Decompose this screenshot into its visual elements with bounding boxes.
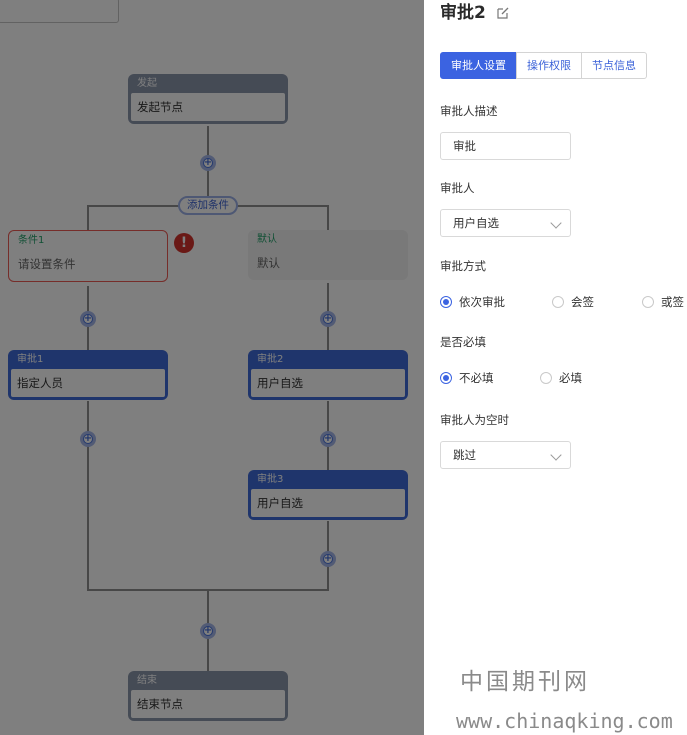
radio-required[interactable]: 必填 [540, 370, 582, 386]
radio-not-required[interactable]: 不必填 [440, 370, 494, 386]
tab-operation-permissions[interactable]: 操作权限 [516, 52, 582, 79]
radio-label: 会签 [571, 295, 594, 309]
empty-approver-label: 审批人为空时 [440, 413, 509, 427]
empty-approver-select[interactable]: 跳过 [440, 441, 571, 469]
description-input[interactable]: 审批 [440, 132, 571, 160]
radio-unchecked-icon [552, 296, 564, 308]
radio-or-sign[interactable]: 或签 [642, 294, 684, 310]
radio-label: 依次审批 [459, 295, 505, 309]
chevron-down-icon [550, 449, 562, 461]
radio-unchecked-icon [540, 372, 552, 384]
approver-label: 审批人 [440, 181, 475, 195]
watermark-url: www.chinaqking.com [456, 709, 673, 733]
approver-select-value: 用户自选 [453, 216, 499, 230]
description-label: 审批人描述 [440, 104, 498, 118]
drawer-tabs: 审批人设置 操作权限 节点信息 [440, 52, 647, 79]
radio-checked-icon [440, 372, 452, 384]
drawer-title: 审批2 [440, 3, 486, 23]
radio-checked-icon [440, 296, 452, 308]
edit-icon[interactable] [496, 6, 510, 20]
required-label: 是否必填 [440, 335, 486, 349]
radio-label: 必填 [559, 371, 582, 385]
watermark-title: 中国期刊网 [460, 669, 590, 695]
radio-sequential-approval[interactable]: 依次审批 [440, 294, 505, 310]
chevron-down-icon [550, 217, 562, 229]
modal-overlay[interactable] [0, 0, 424, 735]
approver-settings-drawer: 审批2 审批人设置 操作权限 节点信息 审批人描述 审批 审批人 用户自选 审批… [424, 0, 687, 735]
approval-method-label: 审批方式 [440, 259, 486, 273]
tab-approver-settings[interactable]: 审批人设置 [440, 52, 517, 79]
tab-node-info[interactable]: 节点信息 [581, 52, 647, 79]
radio-unchecked-icon [642, 296, 654, 308]
flow-canvas: 发起 发起节点 + 添加条件 条件1 请设置条件 ! 默认 默认 + + 审批1… [0, 0, 424, 735]
radio-label: 不必填 [459, 371, 494, 385]
approver-select[interactable]: 用户自选 [440, 209, 571, 237]
empty-approver-select-value: 跳过 [453, 448, 476, 462]
radio-countersign[interactable]: 会签 [552, 294, 594, 310]
radio-label: 或签 [661, 295, 684, 309]
